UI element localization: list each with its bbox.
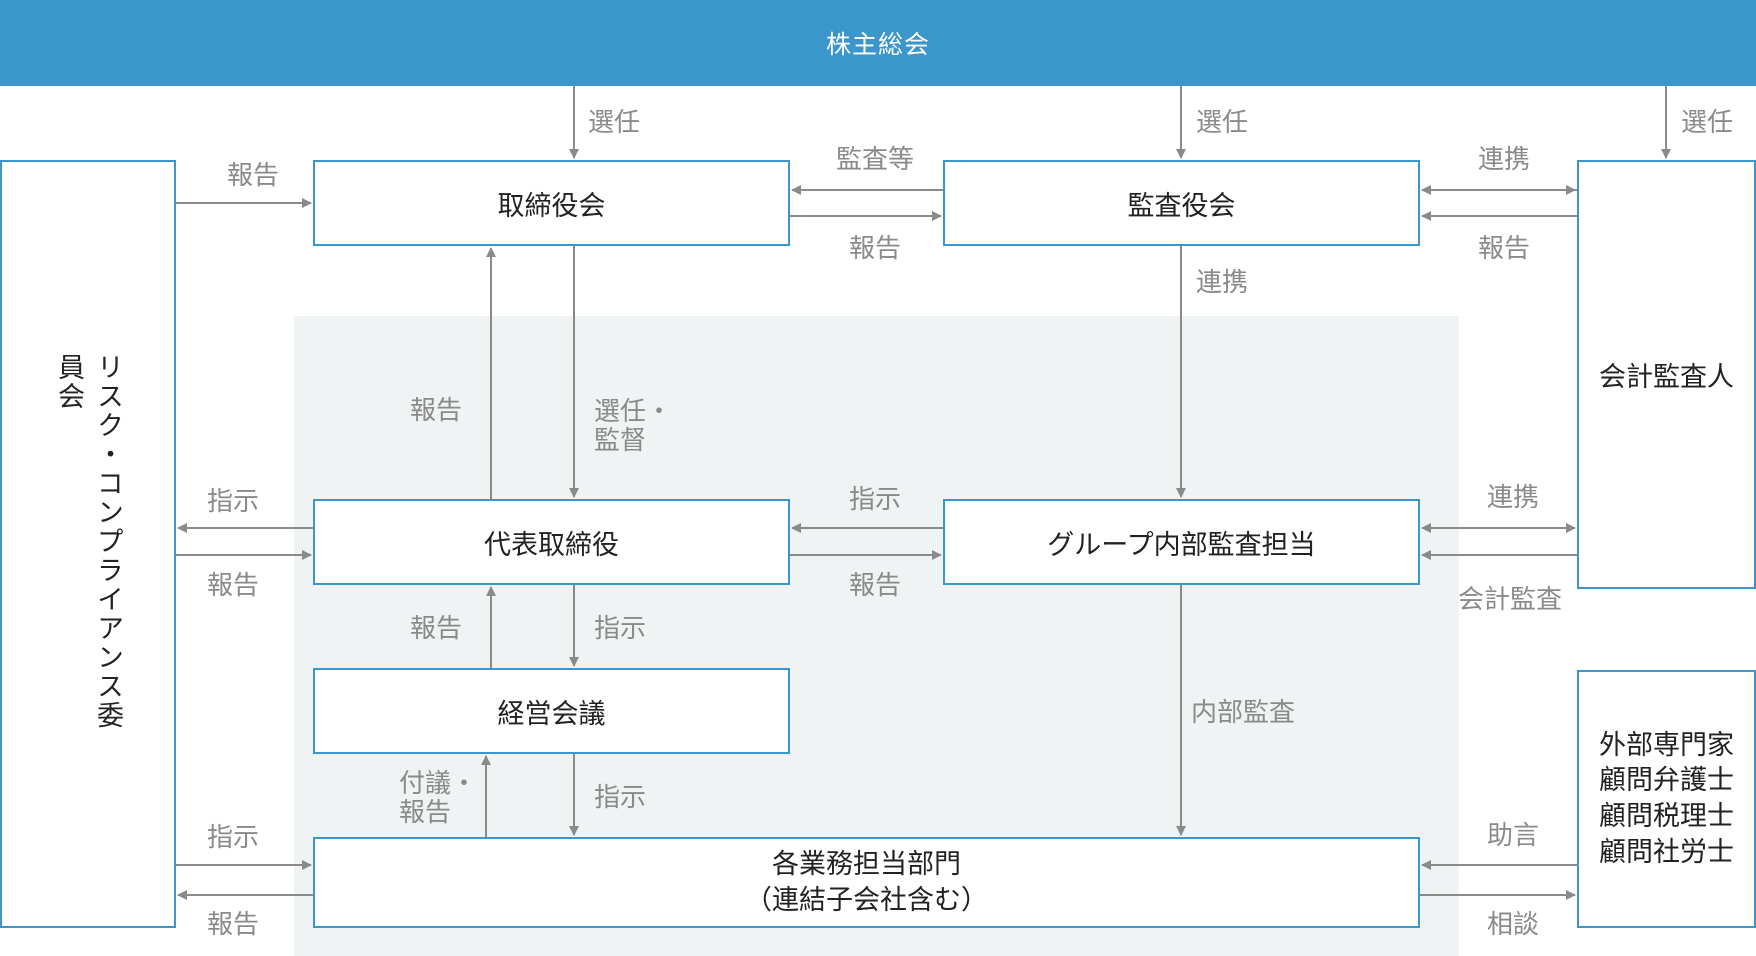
label-elect-supervise-line1: 選任・ bbox=[594, 397, 673, 427]
external-experts-line2: 顧問弁護士 bbox=[1599, 765, 1734, 797]
label-instruct-risk: 指示 bbox=[207, 487, 260, 517]
management-meeting-label: 経営会議 bbox=[497, 698, 606, 730]
business-departments-box: 各業務担当部門 （連結子会社含む） bbox=[313, 837, 1420, 928]
label-refer-report-line2: 報告 bbox=[399, 798, 452, 829]
external-experts-box: 外部専門家 顧問弁護士 顧問税理士 顧問社労士 bbox=[1577, 670, 1756, 928]
label-cooperate-internal: 連携 bbox=[1196, 268, 1249, 298]
external-experts-line1: 外部専門家 bbox=[1599, 729, 1734, 761]
external-experts-line4: 顧問社労士 bbox=[1599, 836, 1734, 868]
representative-director-label: 代表取締役 bbox=[484, 529, 619, 561]
label-advice: 助言 bbox=[1487, 821, 1540, 851]
label-instruct-internal: 指示 bbox=[849, 485, 902, 515]
label-internal-audit: 内部監査 bbox=[1191, 698, 1296, 728]
label-elect-accountant: 選任 bbox=[1681, 108, 1734, 138]
group-internal-audit-box: グループ内部監査担当 bbox=[943, 499, 1420, 585]
group-internal-audit-label: グループ内部監査担当 bbox=[1047, 529, 1316, 561]
audit-board-box: 監査役会 bbox=[943, 160, 1420, 246]
representative-director-box: 代表取締役 bbox=[313, 499, 790, 585]
label-refer-report-line1: 付議・ bbox=[399, 769, 478, 799]
risk-compliance-committee-box: リスク・コンプライアンス委員会 bbox=[0, 160, 176, 928]
label-report-dept: 報告 bbox=[207, 910, 260, 940]
label-elect-audit: 選任 bbox=[1196, 108, 1249, 138]
label-report-audit: 報告 bbox=[849, 234, 902, 264]
label-risk-report-board: 報告 bbox=[227, 161, 280, 191]
board-of-directors-box: 取締役会 bbox=[313, 160, 790, 246]
label-elect-supervise-line2: 監督 bbox=[594, 426, 647, 457]
external-experts-line3: 顧問税理士 bbox=[1599, 801, 1734, 832]
board-of-directors-label: 取締役会 bbox=[497, 190, 606, 222]
label-elect-supervise: 選任・ 監督 bbox=[594, 397, 673, 457]
departments-label-line2: （連結子会社含む） bbox=[745, 884, 988, 916]
label-report-risk: 報告 bbox=[207, 571, 260, 601]
shareholders-meeting-banner: 株主総会 bbox=[0, 0, 1756, 86]
label-consult: 相談 bbox=[1487, 910, 1540, 940]
label-accounting-audit: 会計監査 bbox=[1458, 585, 1563, 615]
label-cooperate-accountant: 連携 bbox=[1478, 145, 1531, 175]
label-elect-board: 選任 bbox=[588, 108, 641, 138]
label-report-accountant: 報告 bbox=[1478, 234, 1531, 264]
audit-board-label: 監査役会 bbox=[1127, 190, 1236, 222]
accounting-auditor-box: 会計監査人 bbox=[1577, 160, 1756, 589]
label-report-internal: 報告 bbox=[849, 571, 902, 601]
label-cooperate-internal-accountant: 連携 bbox=[1487, 483, 1540, 513]
label-rep-instruct-mgmt: 指示 bbox=[594, 614, 647, 644]
label-mgmt-instruct-dept: 指示 bbox=[594, 783, 647, 813]
label-instruct-dept: 指示 bbox=[207, 823, 260, 853]
label-rep-report-board: 報告 bbox=[410, 396, 463, 426]
management-meeting-box: 経営会議 bbox=[313, 668, 790, 754]
accounting-auditor-label: 会計監査人 bbox=[1599, 362, 1734, 393]
label-refer-report: 付議・ 報告 bbox=[399, 769, 478, 829]
label-audit-etc: 監査等 bbox=[836, 145, 915, 175]
departments-label-line1: 各業務担当部門 bbox=[772, 849, 961, 881]
label-mgmt-report-rep: 報告 bbox=[410, 614, 463, 644]
risk-compliance-committee-label: リスク・コンプライアンス委員会 bbox=[53, 353, 123, 730]
